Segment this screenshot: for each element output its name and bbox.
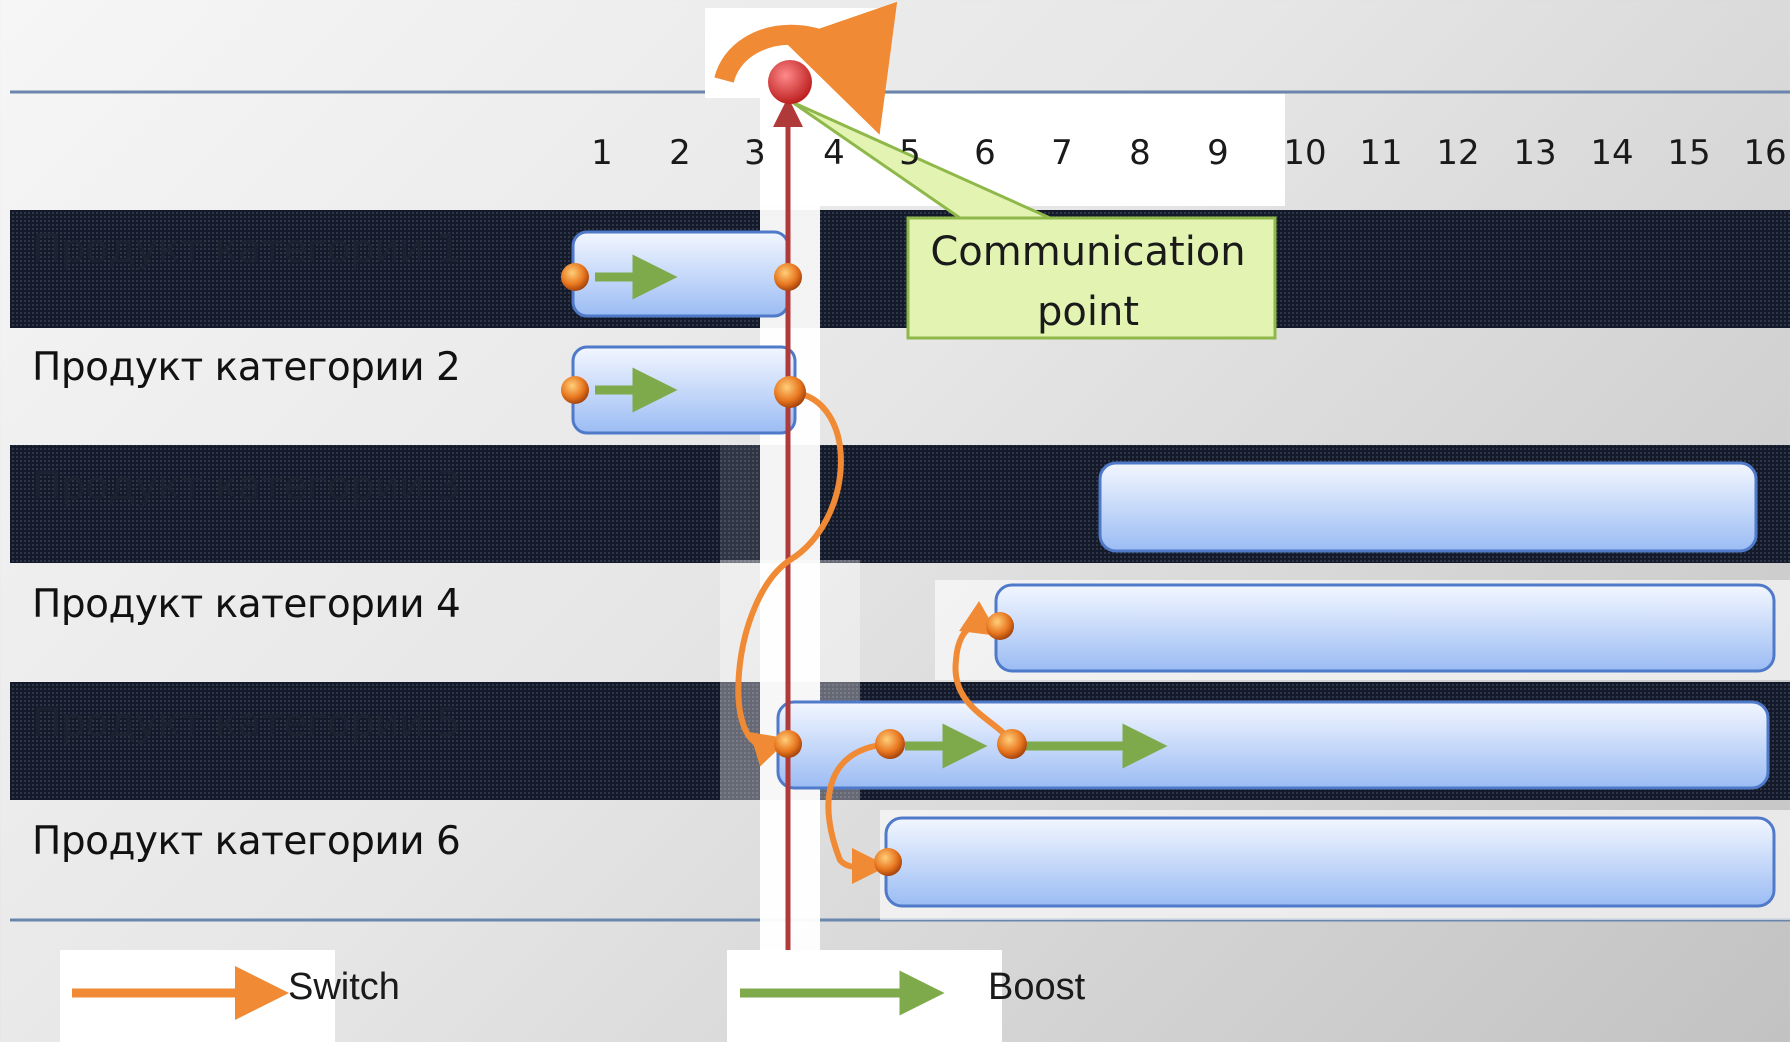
row-label-1: Продукт категории 1 — [32, 227, 461, 272]
top-switch-arc-icon — [714, 1, 898, 135]
tick-label: 8 — [1129, 133, 1151, 173]
row-label-6: Продукт категории 6 — [32, 819, 461, 864]
tick-label: 10 — [1283, 133, 1327, 173]
node-icon — [875, 729, 905, 759]
column-strip — [720, 445, 760, 563]
tick-label: 13 — [1513, 133, 1557, 173]
row-band-1 — [10, 210, 1790, 328]
switch-curve-row5-to-row6 — [825, 741, 889, 885]
node-icon — [774, 730, 802, 758]
row-label-4: Продукт категории 4 — [32, 582, 461, 627]
task-bar-row4 — [994, 583, 1776, 673]
tick-label: 12 — [1436, 133, 1480, 173]
tick-label: 11 — [1359, 133, 1403, 173]
tick-label: 3 — [744, 133, 766, 173]
tick-label: 14 — [1590, 133, 1634, 173]
callout-line-1: Communication — [930, 229, 1246, 275]
node-icon — [874, 848, 902, 876]
node-icon — [561, 376, 589, 404]
row-label-3: Продукт категории 3 — [32, 464, 461, 509]
callout-line-2: point — [1036, 289, 1139, 335]
row-label-2: Продукт категории 2 — [32, 345, 461, 390]
node-icon — [997, 729, 1027, 759]
node-icon — [774, 263, 802, 291]
tick-label: 2 — [669, 133, 691, 173]
tick-label: 6 — [974, 133, 996, 173]
tick-label: 7 — [1051, 133, 1073, 173]
callout-box — [906, 216, 1277, 340]
switch-curve-row5-to-row4 — [952, 601, 1015, 746]
tick-label: 15 — [1667, 133, 1711, 173]
tick-label: 1 — [591, 133, 613, 173]
switch-curve-row2-to-row5 — [735, 389, 844, 767]
task-bar-row3 — [1098, 461, 1758, 553]
task-bar-row6 — [884, 816, 1776, 908]
node-icon — [774, 376, 806, 408]
communication-point-callout: Communication point — [908, 222, 1268, 342]
tick-label: 4 — [823, 133, 845, 173]
communication-node-icon — [768, 60, 812, 104]
tick-label: 5 — [899, 133, 921, 173]
legend-boost-label: Boost — [988, 966, 1086, 1008]
row-label-5: Продукт категории 5 — [32, 701, 461, 746]
tick-label: 9 — [1207, 133, 1229, 173]
legend-switch-label: Switch — [288, 966, 400, 1008]
tick-label: 16 — [1743, 133, 1787, 173]
node-icon — [561, 263, 589, 291]
node-icon — [986, 612, 1014, 640]
